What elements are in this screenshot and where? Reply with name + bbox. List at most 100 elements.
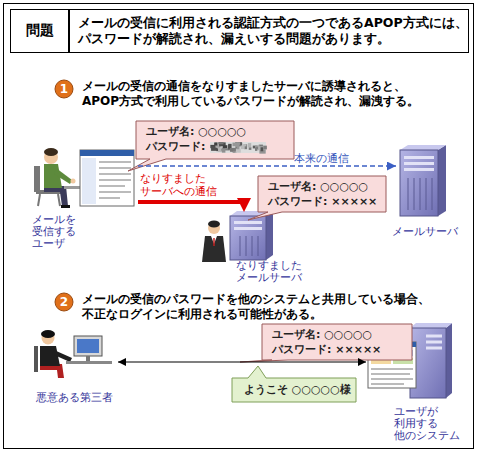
attacker-arm (52, 350, 72, 362)
callout-number: 2 (54, 292, 74, 312)
server-side (446, 323, 452, 398)
server-slot (234, 227, 262, 230)
attacker-illustration (34, 330, 112, 378)
speech-bubble: ユーザ名: ○○○○○パスワード: ××××× (262, 324, 412, 360)
scrambled-password (261, 147, 264, 151)
server-front (230, 216, 266, 260)
server-slot (404, 162, 434, 165)
monitor (74, 336, 102, 356)
server-slot (404, 168, 434, 171)
number-circle (55, 80, 73, 98)
scrambled-password (230, 148, 236, 152)
node-text: パスワード: ××××× (272, 342, 412, 357)
figure-caption: 悪意ある第三者 (36, 392, 120, 404)
window-pane (82, 158, 96, 204)
system-figure: ユーザが 利用する 他のシステム (366, 322, 466, 446)
bubble-shape (128, 121, 294, 171)
heading-box: 問題 (10, 9, 69, 53)
user-illustration (34, 148, 134, 208)
bubble-shape (248, 176, 386, 220)
speech-bubble: ユーザ名: ○○○○○パスワード: (136, 121, 294, 159)
node-text: パスワード: ××××× (268, 194, 386, 209)
scrambled-password (214, 143, 217, 146)
fake-server: なりすました メールサーバ (198, 212, 308, 284)
node-text: パスワード: (146, 139, 294, 154)
node-text: メールの受信に利用される認証方式の一つであるAPOP方式には、 パスワードが解読… (78, 15, 460, 47)
scrambled-password (216, 146, 220, 148)
scrambled-password (236, 142, 240, 145)
server-side (438, 145, 446, 216)
scrambled-password (228, 144, 231, 148)
server-slot (234, 221, 262, 224)
server-vents (408, 178, 432, 210)
data-flow-arrow (138, 165, 396, 167)
node-text: ユーザ名: ○○○○○ (146, 124, 294, 139)
server-top (400, 145, 446, 150)
window-rows (371, 369, 413, 384)
desk (64, 186, 82, 189)
welcome-bubble: ようこそ ○○○○○様 (232, 378, 356, 402)
figure-caption: ユーザが 利用する 他のシステム (394, 406, 466, 442)
figure-caption: メールサーバ (392, 226, 464, 238)
monitor-stand (86, 356, 90, 361)
desk (66, 361, 112, 364)
scrambled-password (232, 143, 239, 147)
attacker-figure: 悪意ある第三者 (34, 326, 118, 404)
spoofer-tie (213, 238, 215, 246)
scrambled-password (223, 145, 228, 148)
node-text: ようこそ ○○○○○様 (244, 382, 356, 397)
problem-box: メールの受信に利用される認証方式の一つであるAPOP方式には、 パスワードが解読… (69, 9, 469, 53)
scrambled-password (210, 142, 266, 153)
speech-bubble: ユーザ名: ○○○○○パスワード: ××××× (258, 176, 386, 212)
user-shoe (61, 205, 70, 208)
user-figure: メールを 受信する ユーザ (26, 140, 138, 250)
chair-legs (38, 194, 60, 206)
spoofer-body (202, 236, 226, 262)
window-titlebar (80, 150, 134, 156)
node-text: ユーザ名: ○○○○○ (272, 327, 412, 342)
spoofer-hair (208, 221, 220, 228)
server-slots (426, 336, 442, 348)
chair-back (34, 346, 38, 372)
server-front (400, 150, 438, 216)
edge-label: なりすました サーバへの通信 (140, 172, 226, 198)
server-side (266, 211, 273, 260)
mail-window (80, 150, 134, 206)
server-vents (240, 236, 258, 256)
attacker-hair (41, 330, 55, 338)
scrambled-password (241, 146, 245, 150)
section-text: メールの受信の通信をなりすましたサーバに誘導されると、 APOP方式で利用してい… (82, 79, 454, 109)
figure-caption: なりすました メールサーバ (236, 260, 308, 284)
node-text: 問題 (26, 22, 54, 40)
callout-number: 1 (60, 83, 68, 95)
scrambled-password (256, 147, 258, 149)
scrambled-password (235, 149, 240, 152)
monitor-screen (77, 339, 99, 353)
chair-back (34, 166, 40, 192)
window-rows (99, 162, 131, 198)
scrambled-password (230, 149, 233, 152)
server-illustration (400, 145, 446, 216)
callout-number: 2 (60, 296, 68, 308)
user-hair (44, 148, 58, 156)
section-text: メールの受信のパスワードを他のシステムと共用している場合、 不正なログインに利用… (82, 292, 454, 322)
spoof-flow-arrow (138, 202, 244, 206)
edge-label: 本来の通信 (294, 152, 364, 165)
scrambled-password (218, 142, 223, 144)
node-text: ユーザ名: ○○○○○ (268, 179, 386, 194)
mail-server: メールサーバ (396, 146, 458, 238)
fake-server-illustration (202, 211, 273, 262)
callout-number: 1 (54, 79, 74, 99)
server-top (410, 323, 452, 328)
number-circle (55, 293, 73, 311)
user-arm (54, 168, 72, 184)
figure-caption: メールを 受信する ユーザ (32, 214, 84, 250)
user-hand (71, 179, 76, 184)
scrambled-password (222, 148, 226, 153)
page-frame (4, 4, 474, 449)
scrambled-password (248, 143, 251, 147)
bubble-shape (240, 324, 412, 362)
